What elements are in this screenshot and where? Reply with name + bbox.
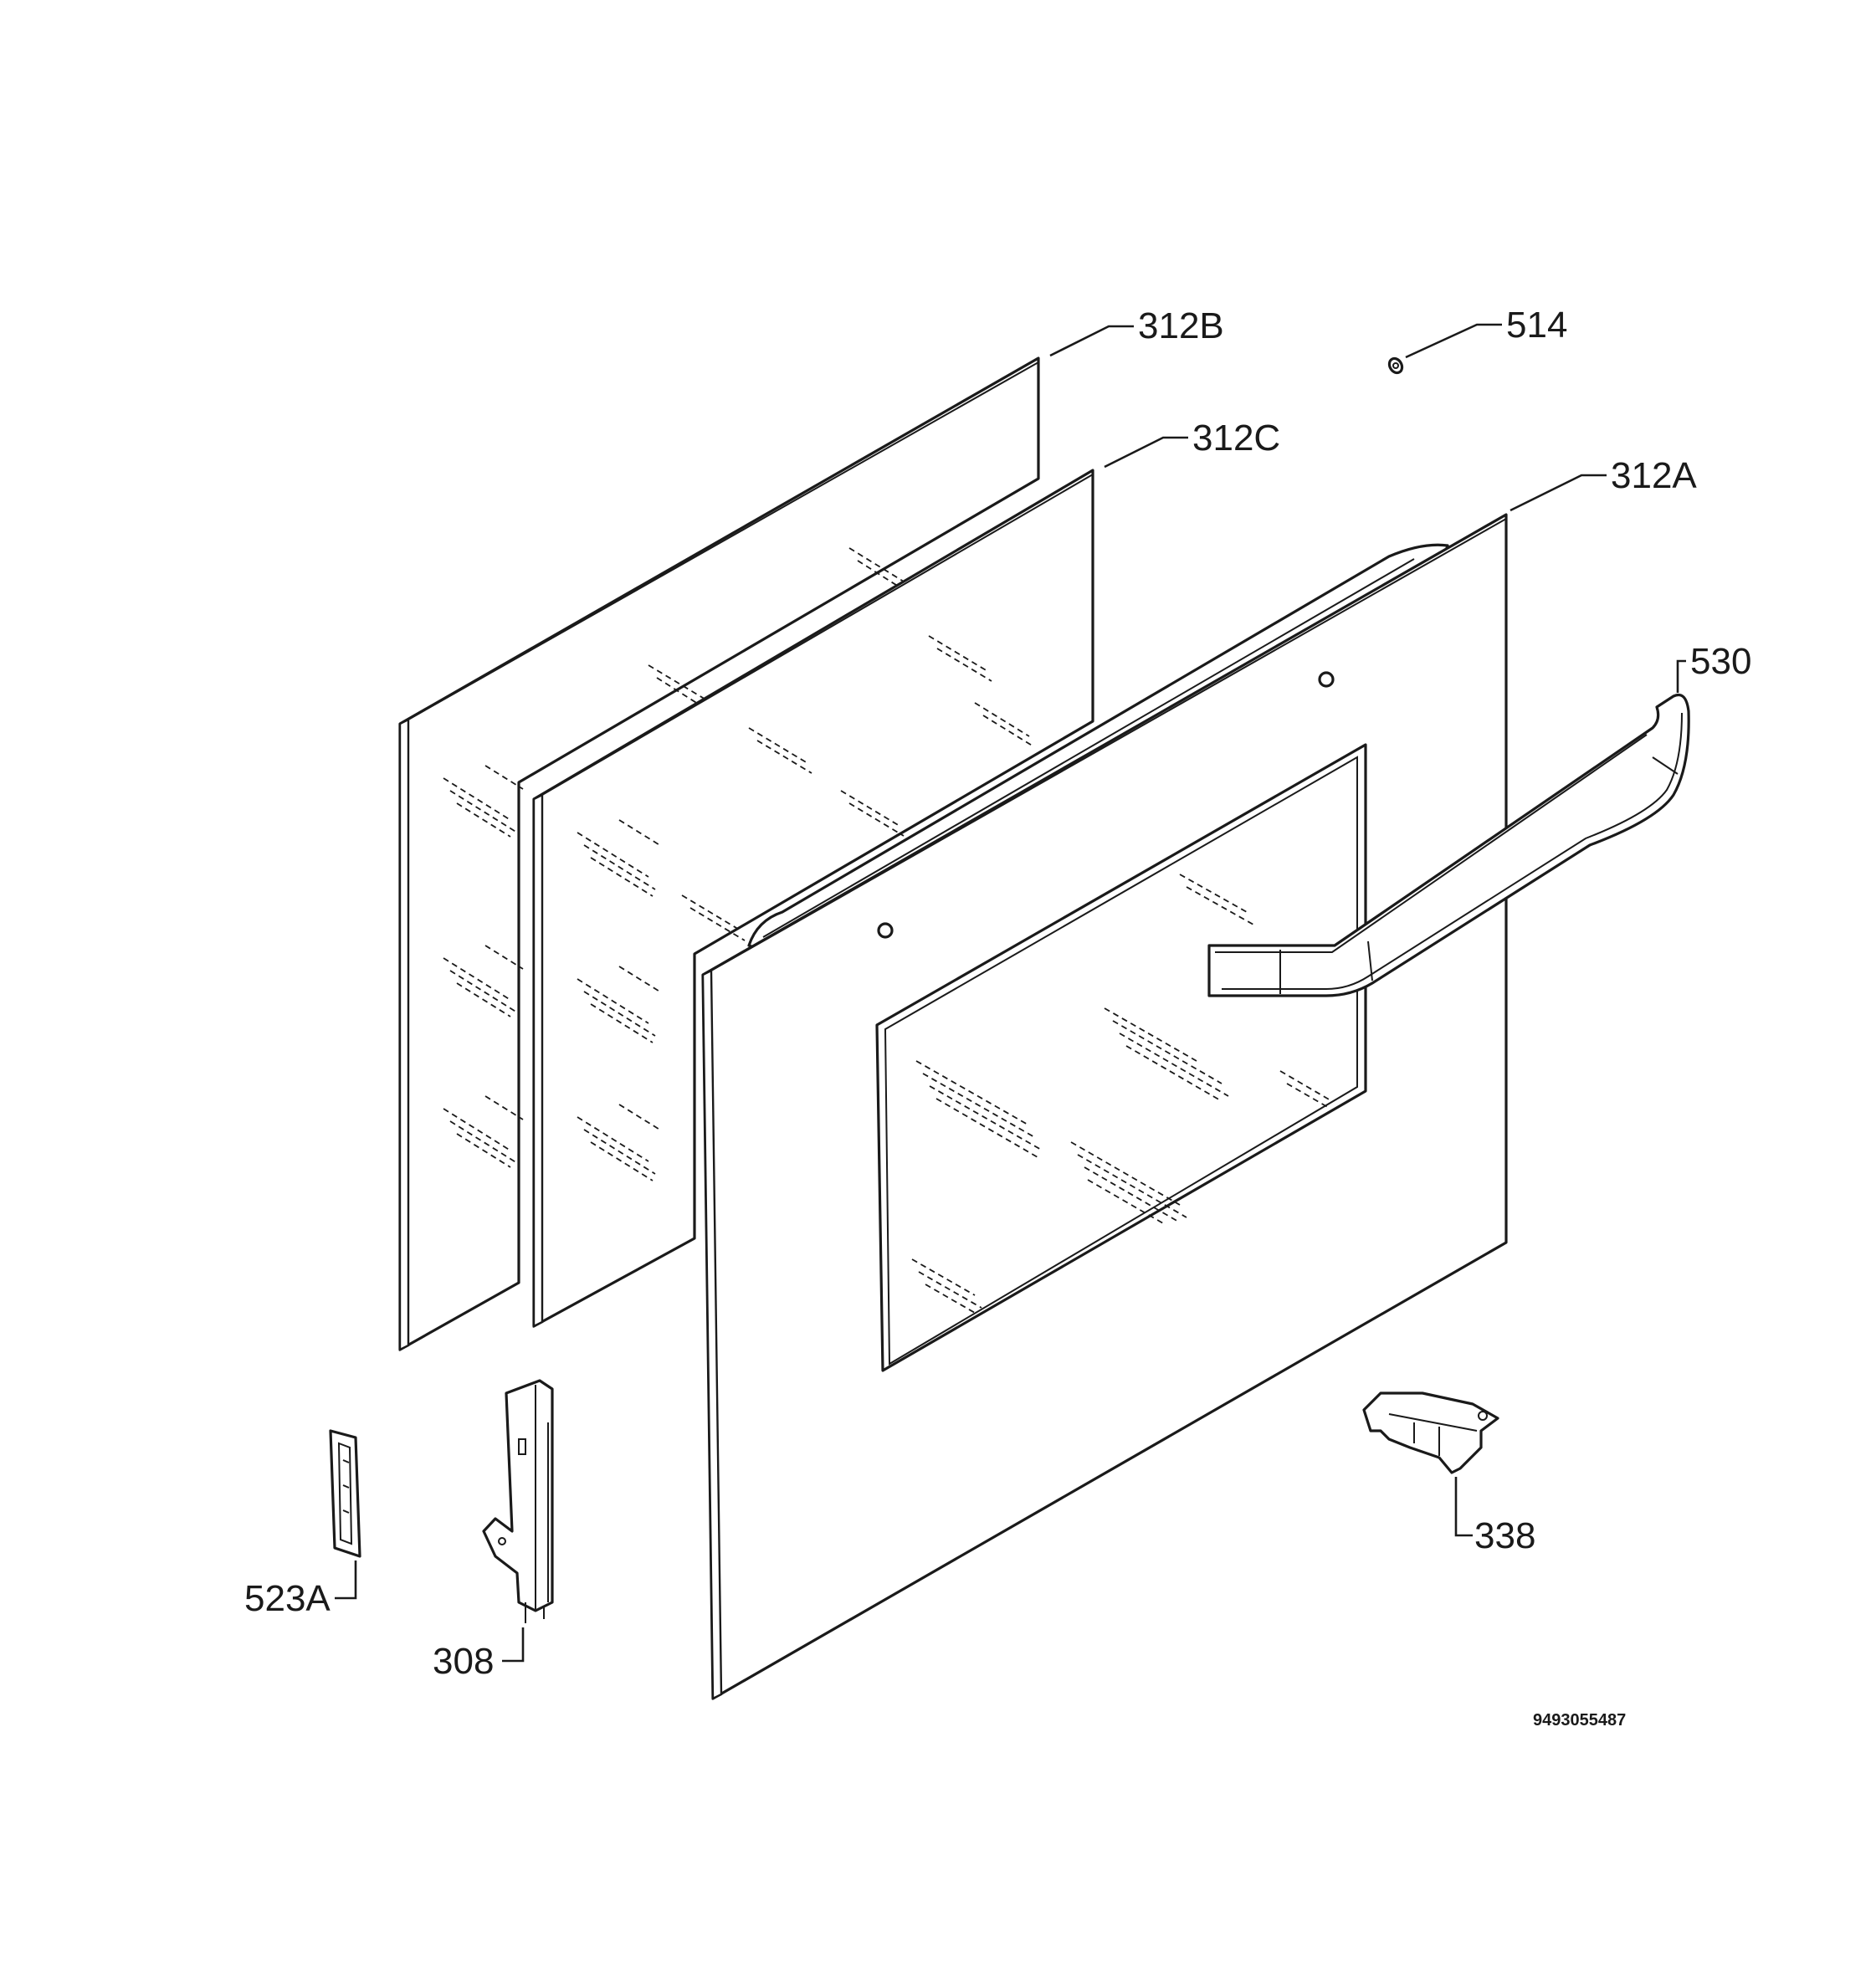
leader-312b — [1049, 325, 1134, 357]
callout-312b: 312B — [1138, 305, 1224, 346]
glass-panel-312c — [532, 469, 1094, 1328]
screw-514 — [1387, 356, 1404, 375]
door-hinge-308 — [482, 1379, 554, 1623]
callout-312a: 312A — [1611, 455, 1697, 496]
leader-523a — [335, 1560, 357, 1600]
callout-labels: 312B 514 312C 312A 530 338 523A 308 9493… — [244, 305, 1751, 1730]
door-handle-530 — [1207, 693, 1690, 997]
leader-lines — [335, 323, 1686, 1663]
callout-530: 530 — [1690, 641, 1751, 682]
glass-hatching — [443, 547, 909, 1168]
leader-338 — [1454, 1477, 1473, 1537]
callout-523a: 523A — [244, 1578, 331, 1619]
callout-308: 308 — [433, 1641, 494, 1682]
hinge-cover-523a — [329, 1429, 361, 1558]
leader-530 — [1676, 659, 1686, 693]
glass-hatching — [911, 874, 1331, 1314]
callout-312c: 312C — [1192, 418, 1280, 459]
leader-514 — [1405, 323, 1502, 359]
leader-312a — [1510, 474, 1607, 512]
leader-308 — [502, 1627, 525, 1663]
leader-312c — [1104, 436, 1188, 469]
glass-hatching — [577, 635, 1034, 1181]
glass-panel-312b — [398, 356, 1040, 1351]
screw-hole — [1318, 671, 1335, 688]
lock-bracket-338 — [1362, 1391, 1499, 1474]
callout-514: 514 — [1506, 305, 1567, 346]
screw-hole — [877, 922, 894, 939]
callout-338: 338 — [1474, 1515, 1535, 1556]
document-number: 9493055487 — [1533, 1711, 1626, 1730]
outer-door-glass-312a — [701, 513, 1508, 1700]
